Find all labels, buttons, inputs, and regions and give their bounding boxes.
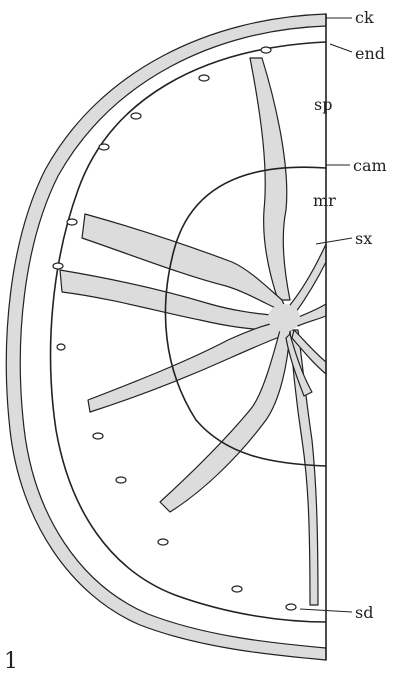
label-ck: ck xyxy=(355,8,374,27)
label-sp: sp xyxy=(314,95,332,114)
label-mr: mr xyxy=(313,191,336,210)
label-sx: sx xyxy=(355,229,372,248)
figure-number: 1 xyxy=(4,649,18,674)
label-sd: sd xyxy=(355,603,373,622)
label-cam: cam xyxy=(353,156,387,175)
label-end: end xyxy=(355,44,385,63)
medullary-rays xyxy=(60,58,326,605)
